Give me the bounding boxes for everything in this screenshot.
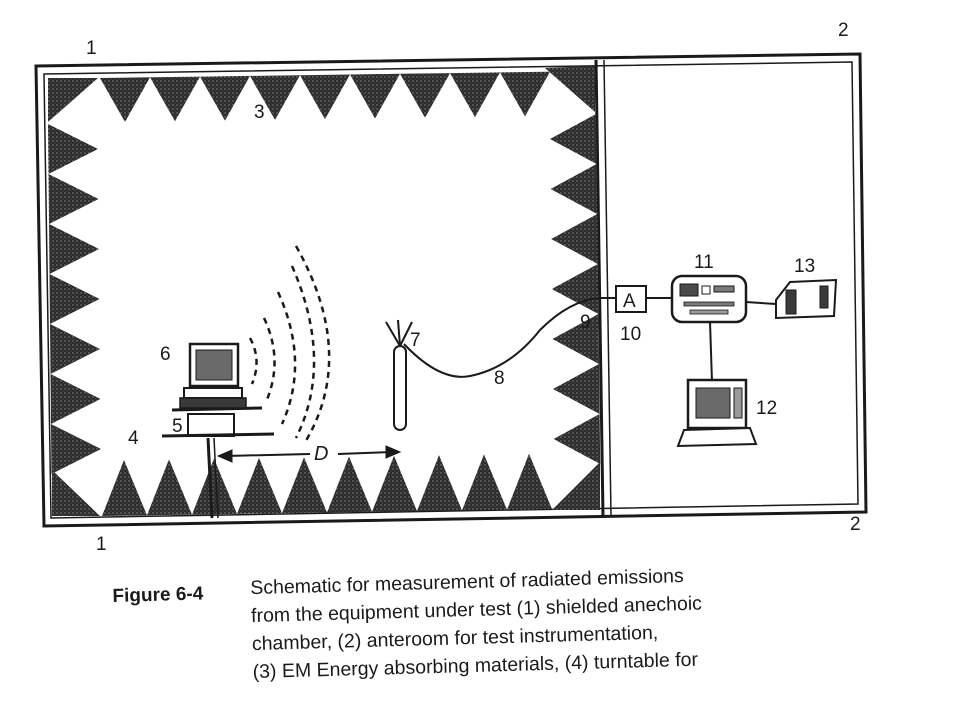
- caption-text: Schematic for measurement of radiated em…: [250, 558, 833, 686]
- label-antenna: 7: [410, 330, 421, 351]
- amplifier-box: [615, 285, 672, 313]
- absorber-corner-tl: [48, 78, 98, 122]
- absorber-cones-left: [48, 124, 101, 474]
- receiving-antenna-icon: [385, 319, 413, 431]
- control-computer-icon: [676, 378, 758, 448]
- absorber-cone: [48, 124, 98, 174]
- absorber-cone: [192, 458, 237, 515]
- label-anteroom-bottom: 2: [850, 514, 861, 535]
- figure-caption: Figure 6-4 Schematic for measurement of …: [112, 558, 832, 683]
- absorber-cone: [372, 455, 417, 512]
- label-turntable: 4: [128, 428, 139, 449]
- radiated-emissions-diagram: 1 1 2 2 3 4 5 6 7 8 9 10 11 12 13 A D: [34, 20, 868, 555]
- absorber-cone: [50, 324, 100, 374]
- label-chamber-bottom: 1: [96, 534, 107, 555]
- label-distance: D: [314, 443, 328, 465]
- absorber-cone: [150, 76, 200, 122]
- distance-arrow: [216, 445, 402, 463]
- label-cable: 8: [494, 368, 505, 389]
- absorber-cone: [450, 72, 500, 118]
- label-amplifier: 10: [620, 324, 641, 345]
- receiver-icon: [670, 274, 777, 383]
- label-computer: 12: [756, 398, 777, 419]
- label-amplifier-box: A: [623, 291, 636, 312]
- absorber-cone: [551, 214, 598, 264]
- label-feedthrough: 9: [580, 312, 591, 333]
- absorber-corner-bl: [52, 470, 100, 516]
- absorber-cone: [350, 73, 400, 119]
- absorber-cone: [462, 454, 507, 511]
- absorber-cone: [327, 456, 372, 513]
- absorber-cone: [553, 414, 601, 464]
- antenna-cable: [403, 297, 620, 378]
- absorber-cone: [500, 71, 550, 117]
- absorber-cone: [400, 73, 450, 118]
- anteroom-wall: [594, 59, 612, 517]
- absorber-cones-top: [100, 71, 550, 122]
- label-printer: 13: [794, 256, 815, 277]
- absorber-cone: [100, 77, 150, 122]
- absorber-cone: [417, 455, 462, 512]
- absorber-cone: [49, 274, 100, 324]
- absorber-cones-bottom: [102, 453, 552, 516]
- absorber-cone: [250, 75, 300, 120]
- absorber-cone: [147, 459, 192, 516]
- absorber-cone: [300, 74, 350, 120]
- absorber-cones-right: [550, 114, 601, 464]
- label-chamber-top: 1: [86, 38, 97, 59]
- figure-label: Figure 6-4: [112, 583, 204, 607]
- absorber-cone: [550, 164, 598, 214]
- absorber-cone: [50, 374, 101, 424]
- emission-waves: [248, 245, 331, 445]
- absorber-cone: [550, 114, 597, 164]
- label-receiver: 11: [694, 252, 714, 273]
- absorber-cone: [551, 264, 599, 314]
- label-absorber: 3: [254, 102, 265, 123]
- label-eut: 6: [160, 344, 171, 365]
- label-support: 5: [172, 416, 183, 437]
- eut-computer-icon: [179, 342, 247, 409]
- absorber-cone: [237, 457, 282, 514]
- absorber-cone: [200, 75, 250, 121]
- absorber-corner-br: [552, 462, 600, 510]
- printer-icon: [775, 278, 838, 320]
- absorber-cone: [553, 364, 600, 414]
- absorber-cone: [282, 457, 327, 514]
- absorber-cone: [507, 453, 552, 510]
- chamber-frame: [34, 52, 868, 528]
- absorber-corner-tr: [545, 66, 595, 112]
- absorber-cone: [49, 224, 99, 274]
- absorber-cone: [552, 314, 599, 364]
- absorber-cone: [102, 460, 147, 516]
- absorber-cone: [48, 174, 99, 224]
- absorber-cone: [51, 424, 101, 474]
- eut-support: [171, 406, 263, 437]
- label-anteroom-top: 2: [838, 20, 849, 41]
